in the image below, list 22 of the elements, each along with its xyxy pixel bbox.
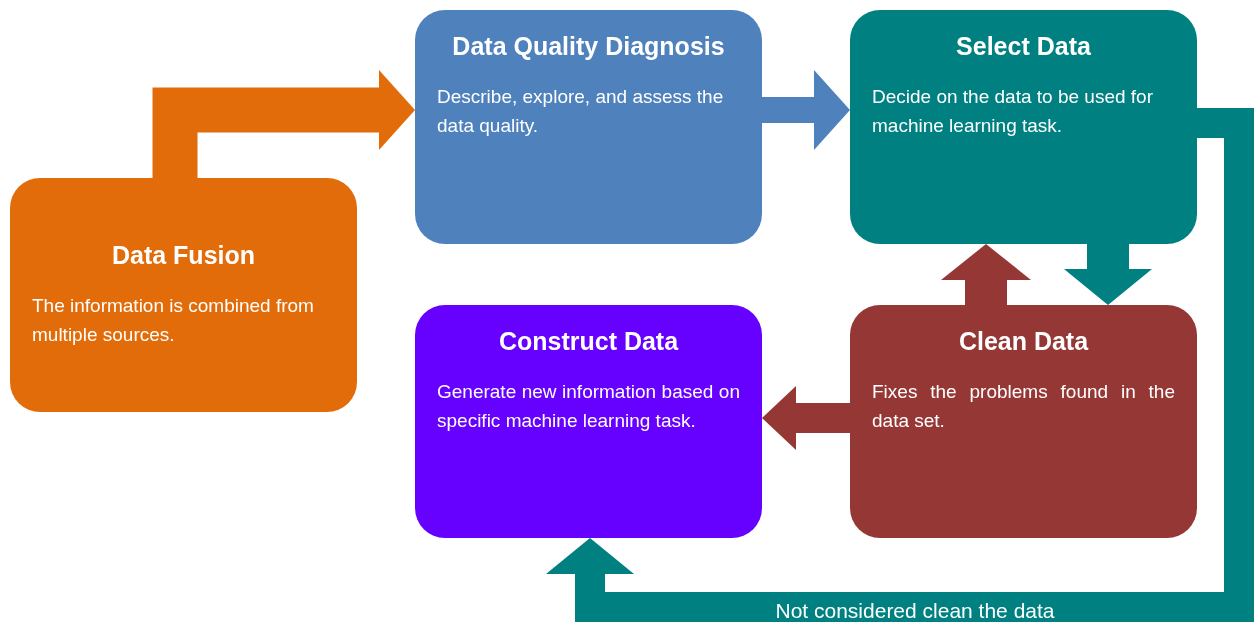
block-arrow [152, 70, 415, 178]
box-description: Fixes the problems found in the data set. [872, 380, 1175, 433]
box-title: Data Fusion [110, 241, 257, 270]
block-arrow [546, 108, 1254, 622]
box-title: Select Data [955, 32, 1092, 61]
box-description: Describe, explore, and assess the data quality. [437, 85, 725, 138]
box-description: Generate new information based on specific machine learning task. [437, 380, 740, 433]
box-title: Clean Data [957, 327, 1090, 356]
box-title: Data Quality Diagnosis [451, 32, 726, 61]
process-box [850, 305, 1197, 538]
process-box [415, 10, 762, 244]
box-title: Construct Data [497, 327, 680, 356]
box-description: Decide on the data to be used for machine learning task. [872, 85, 1154, 138]
process-box [415, 305, 762, 538]
block-arrow [1064, 244, 1152, 305]
block-arrow [762, 70, 850, 150]
edge-label: Not considered clean the data [775, 599, 1055, 621]
process-box [850, 10, 1197, 244]
box-description: The information is combined from multiple sources. [32, 294, 315, 347]
block-arrow [762, 386, 850, 450]
process-box [10, 178, 357, 412]
block-arrow [941, 244, 1031, 305]
